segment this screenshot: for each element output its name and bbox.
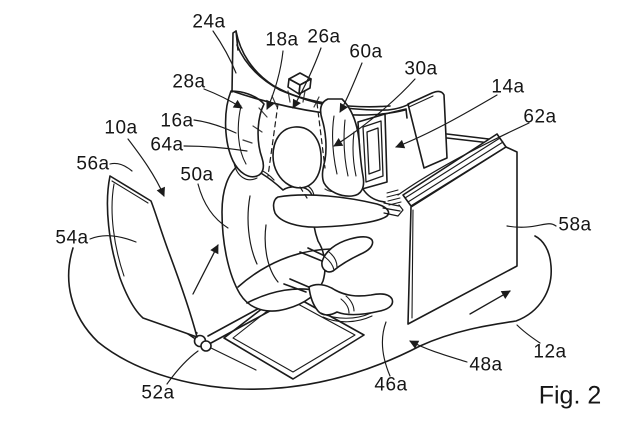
ref-label-54a: 54a <box>55 227 89 249</box>
screen-bezel <box>362 120 384 183</box>
shoe-far <box>321 236 374 273</box>
desk-front-panel <box>407 146 518 325</box>
leader-54a <box>89 235 137 243</box>
leader-12a <box>516 324 541 344</box>
ref-label-12a: 12a <box>533 341 567 363</box>
seat-motion-arrow <box>192 244 219 295</box>
leader-58a <box>506 223 557 228</box>
shoe-near <box>308 283 394 316</box>
leader-14a <box>395 94 498 149</box>
ref-label-26a: 26a <box>307 26 341 48</box>
airbag-cushion-left <box>224 90 265 181</box>
ref-label-62a: 62a <box>523 106 557 128</box>
motion-arrows <box>192 244 511 315</box>
leader-18a <box>266 50 284 110</box>
leader-16a <box>193 119 237 134</box>
occupant-arm <box>272 194 404 228</box>
ref-label-46a: 46a <box>374 374 408 396</box>
leader-30a <box>333 78 416 147</box>
ref-label-64a: 64a <box>150 134 184 156</box>
ref-label-14a: 14a <box>491 76 525 98</box>
leader-lines <box>89 30 557 385</box>
ref-label-16a: 16a <box>160 110 194 132</box>
leader-60a <box>339 62 363 113</box>
leader-26a <box>292 47 322 109</box>
figure-caption: Fig. 2 <box>538 381 602 410</box>
hand-fingers <box>382 202 404 217</box>
leader-52a <box>166 350 199 385</box>
ref-label-28a: 28a <box>172 71 206 93</box>
ref-label-52a: 52a <box>141 382 175 404</box>
leader-28a <box>203 88 243 109</box>
projection-dashed-lines <box>267 102 326 199</box>
ref-label-10a: 10a <box>104 117 138 139</box>
leader-10a <box>127 138 165 197</box>
floor-base-curve <box>67 235 552 390</box>
leader-50a <box>197 183 229 229</box>
monitor-hinge-bracket <box>386 189 402 206</box>
leader-24a <box>212 30 237 74</box>
ref-label-48a: 48a <box>469 354 503 376</box>
ref-label-58a: 58a <box>558 214 592 236</box>
ref-label-24a: 24a <box>192 11 226 33</box>
leader-46a <box>381 321 391 377</box>
leader-48a <box>409 340 468 363</box>
desk-back-panel <box>407 90 448 169</box>
leader-62a <box>397 122 530 196</box>
leader-56a <box>109 162 133 172</box>
display-screen <box>366 127 381 175</box>
leader-64a <box>183 145 248 152</box>
ref-label-56a: 56a <box>76 153 110 175</box>
ref-label-60a: 60a <box>349 41 383 63</box>
airbag-curtain-right <box>319 98 365 197</box>
ref-label-30a: 30a <box>404 58 438 80</box>
seat-back <box>106 175 198 338</box>
desk-motion-arrow <box>469 290 511 315</box>
ref-label-18a: 18a <box>265 29 299 51</box>
ref-label-50a: 50a <box>180 164 214 186</box>
desk-unit <box>402 133 518 325</box>
